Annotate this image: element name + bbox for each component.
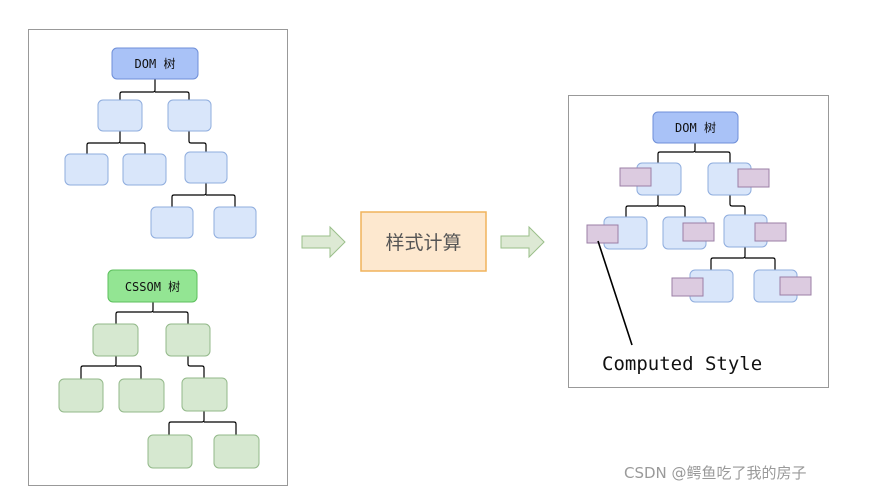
dom-root-node: [111, 47, 199, 80]
cssom-node: [181, 377, 228, 412]
cssom-tree: CSSOM 树: [58, 269, 260, 469]
cssom-node: [92, 323, 139, 357]
cssom-node: [58, 378, 104, 413]
annotation-leader-line: [597, 240, 633, 346]
cssom-node: [165, 323, 211, 357]
cssom-tree-connectors: [80, 302, 237, 435]
dom-node: [167, 99, 212, 132]
computed-style-tags: [586, 167, 812, 297]
dom-tree-connectors: [86, 79, 236, 207]
cssom-root-node: [107, 269, 198, 303]
flow-arrow-icon: [301, 225, 346, 259]
computed-style-tag: [586, 224, 619, 244]
dom-node: [150, 206, 194, 239]
dom-node: [213, 206, 257, 239]
left-panel-frame: [28, 29, 288, 486]
watermark: CSDN @鳄鱼吃了我的房子: [624, 464, 807, 482]
dom-node: [184, 151, 228, 184]
dom-tree-label: DOM 树: [135, 56, 176, 71]
computed-style-tag: [754, 222, 787, 242]
style-computation-label: 样式计算: [385, 232, 461, 254]
styled-tree-connectors: [625, 143, 776, 270]
dom-node: [64, 153, 109, 186]
computed-style-tag: [737, 168, 770, 188]
styled-dom-root-node: [652, 111, 739, 144]
computed-style-tag: [671, 277, 704, 297]
styled-dom-tree-label: DOM 树: [675, 120, 716, 135]
cssom-tree-label: CSSOM 树: [125, 279, 180, 294]
computed-style-annotation: Computed Style: [602, 353, 762, 375]
cssom-node: [213, 434, 260, 469]
computed-style-tag: [779, 276, 812, 296]
dom-node: [122, 153, 167, 186]
cssom-node: [118, 378, 165, 413]
dom-tree: DOM 树: [64, 47, 257, 239]
computed-style-tag: [682, 222, 715, 242]
dom-node: [97, 99, 143, 132]
computed-style-tag: [619, 167, 652, 187]
flow-arrow-icon: [500, 225, 545, 259]
cssom-node: [147, 434, 193, 469]
style-computation-box: [360, 211, 487, 272]
